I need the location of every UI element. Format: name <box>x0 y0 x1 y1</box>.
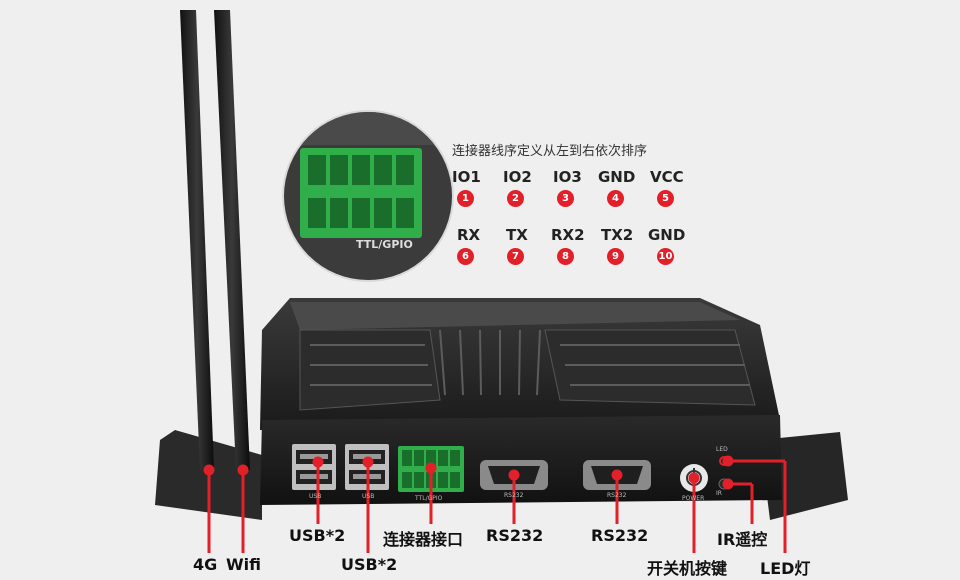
pin-label-4: GND <box>598 168 636 186</box>
pin-label-9: TX2 <box>601 226 634 244</box>
connector-zoom-view <box>282 110 454 282</box>
pin-number-badge-9: 9 <box>607 248 624 265</box>
label-4g-antenna: 4G <box>193 555 218 574</box>
usb-port-group-1 <box>292 444 336 490</box>
label-led-light: LED灯 <box>760 559 811 578</box>
zoom-port-label: TTL/GPIO <box>356 238 413 251</box>
panel-mark-power: POWER <box>682 495 705 502</box>
antenna-4g <box>180 10 214 470</box>
pin-number-badge-1: 1 <box>457 190 474 207</box>
panel-mark-rs232-2: RS232 <box>607 492 627 499</box>
pin-number-badge-5: 5 <box>657 190 674 207</box>
pin-number-badge-4: 4 <box>607 190 624 207</box>
label-rs232-b: RS232 <box>591 526 649 545</box>
label-power-button: 开关机按键 <box>647 559 728 578</box>
label-wifi-antenna: Wifi <box>226 555 261 574</box>
pin-number-badge-3: 3 <box>557 190 574 207</box>
pin-number-badge-7: 7 <box>507 248 524 265</box>
panel-mark-rs232-1: RS232 <box>504 492 524 499</box>
label-connector: 连接器接口 <box>383 530 464 549</box>
connector-pinout-title: 连接器线序定义从左到右依次排序 <box>452 144 648 159</box>
pin-number-badge-6: 6 <box>457 248 474 265</box>
pin-number-badge-2: 2 <box>507 190 524 207</box>
pin-label-5: VCC <box>650 168 684 186</box>
label-usb-a: USB*2 <box>289 526 346 545</box>
callout-lines <box>203 455 787 553</box>
antenna-wifi <box>214 10 250 470</box>
pin-label-2: IO2 <box>503 168 532 186</box>
pin-label-3: IO3 <box>553 168 582 186</box>
pin-number-badge-10: 10 <box>657 248 674 265</box>
panel-mark-usb-2: USB <box>362 493 375 500</box>
label-usb-b: USB*2 <box>341 555 398 574</box>
pin-label-6: RX <box>457 226 481 244</box>
label-ir-remote: IR遥控 <box>717 530 768 549</box>
device-housing <box>260 298 782 505</box>
pin-label-1: IO1 <box>452 168 481 186</box>
panel-mark-ttl-gpio: TTL/GPIO <box>415 495 443 502</box>
panel-mark-led: LED <box>716 446 728 453</box>
pin-label-8: RX2 <box>551 226 585 244</box>
pin-label-10: GND <box>648 226 686 244</box>
panel-mark-usb-1: USB <box>309 493 322 500</box>
panel-mark-ir: IR <box>716 490 722 497</box>
pin-number-badge-8: 8 <box>557 248 574 265</box>
label-rs232-a: RS232 <box>486 526 544 545</box>
pin-label-7: TX <box>506 226 528 244</box>
